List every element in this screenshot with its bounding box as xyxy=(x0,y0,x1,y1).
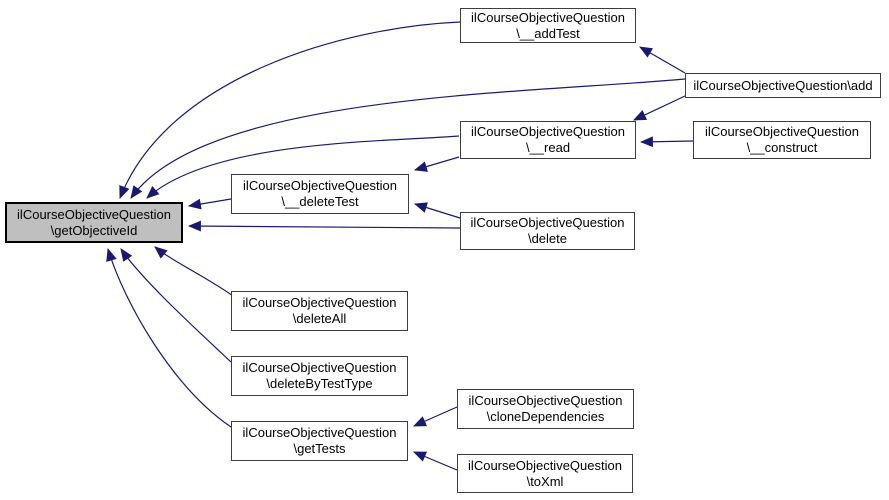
node-gettests-line2: \getTests xyxy=(293,441,346,456)
node-addtest-line1: ilCourseObjectiveQuestion xyxy=(471,9,625,25)
edge-add-to-getobjectiveid xyxy=(130,78,686,199)
node-toxml[interactable]: ilCourseObjectiveQuestion \toXml xyxy=(457,454,633,493)
node-construct-line2: \__construct xyxy=(746,140,818,155)
edge-gettests-to-getobjectiveid xyxy=(106,247,232,428)
edge-delete-to-getobjectiveid xyxy=(187,220,461,232)
node-deletetest-line1: ilCourseObjectiveQuestion xyxy=(243,178,397,194)
node-add[interactable]: ilCourseObjectiveQuestion\add xyxy=(685,73,881,98)
edge-read-to-deletetest xyxy=(413,156,460,172)
node-delete[interactable]: ilCourseObjectiveQuestion \delete xyxy=(460,212,635,250)
edge-add-to-read xyxy=(633,95,686,121)
node-addtest[interactable]: ilCourseObjectiveQuestion \__addTest xyxy=(460,8,636,43)
node-getobjectiveid: ilCourseObjectiveQuestion \getObjectiveI… xyxy=(5,202,183,243)
node-deletetest-line2: \__deleteTest xyxy=(281,194,359,209)
node-deleteall-line1: ilCourseObjectiveQuestion xyxy=(242,295,397,311)
node-deletebytesttype-line1: ilCourseObjectiveQuestion xyxy=(242,360,397,376)
edge-construct-to-read xyxy=(639,136,694,148)
edge-deletebytesttype-to-getobjectiveid xyxy=(120,248,232,363)
node-toxml-line2: \toXml xyxy=(526,473,564,489)
node-addtest-line2: \__addTest xyxy=(516,25,580,41)
node-construct-line1: ilCourseObjectiveQuestion xyxy=(705,124,859,140)
node-gettests[interactable]: ilCourseObjectiveQuestion \getTests xyxy=(231,421,408,461)
node-gettests-line1: ilCourseObjectiveQuestion xyxy=(242,425,397,441)
node-toxml-line1: ilCourseObjectiveQuestion xyxy=(468,457,622,473)
node-deleteall-line2: \deleteAll xyxy=(292,311,347,326)
node-read-line1: ilCourseObjectiveQuestion xyxy=(471,124,625,140)
node-getobjectiveid-line2: \getObjectiveId xyxy=(50,222,138,238)
node-read[interactable]: ilCourseObjectiveQuestion \__read xyxy=(460,121,636,159)
node-deletetest[interactable]: ilCourseObjectiveQuestion \__deleteTest xyxy=(231,174,409,214)
edge-deletetest-to-getobjectiveid xyxy=(187,198,232,210)
edge-read-to-getobjectiveid xyxy=(146,135,460,199)
node-deletebytesttype-line2: \deleteByTestType xyxy=(266,376,373,391)
node-clonedependencies-line1: ilCourseObjectiveQuestion xyxy=(468,393,623,409)
node-add-line1: ilCourseObjectiveQuestion\add xyxy=(693,77,873,93)
node-clonedependencies[interactable]: ilCourseObjectiveQuestion \cloneDependen… xyxy=(457,389,634,429)
node-delete-line1: ilCourseObjectiveQuestion xyxy=(470,215,625,231)
edge-add-to-addtest xyxy=(639,46,686,74)
edge-delete-to-deletetest xyxy=(413,202,461,219)
edge-addtest-to-getobjectiveid xyxy=(119,21,461,200)
node-deleteall[interactable]: ilCourseObjectiveQuestion \deleteAll xyxy=(231,291,408,331)
node-clonedependencies-line2: \cloneDependencies xyxy=(486,409,605,424)
node-read-line2: \__read xyxy=(525,140,571,155)
node-construct[interactable]: ilCourseObjectiveQuestion \__construct xyxy=(693,121,871,159)
node-getobjectiveid-line1: ilCourseObjectiveQuestion xyxy=(17,206,171,222)
node-deletebytesttype[interactable]: ilCourseObjectiveQuestion \deleteByTestT… xyxy=(231,356,408,396)
edge-toxml-to-gettests xyxy=(413,451,458,471)
edge-deleteall-to-getobjectiveid xyxy=(154,246,234,297)
node-delete-line2: \delete xyxy=(527,231,568,246)
edge-clonedependencies-to-gettests xyxy=(413,406,458,427)
